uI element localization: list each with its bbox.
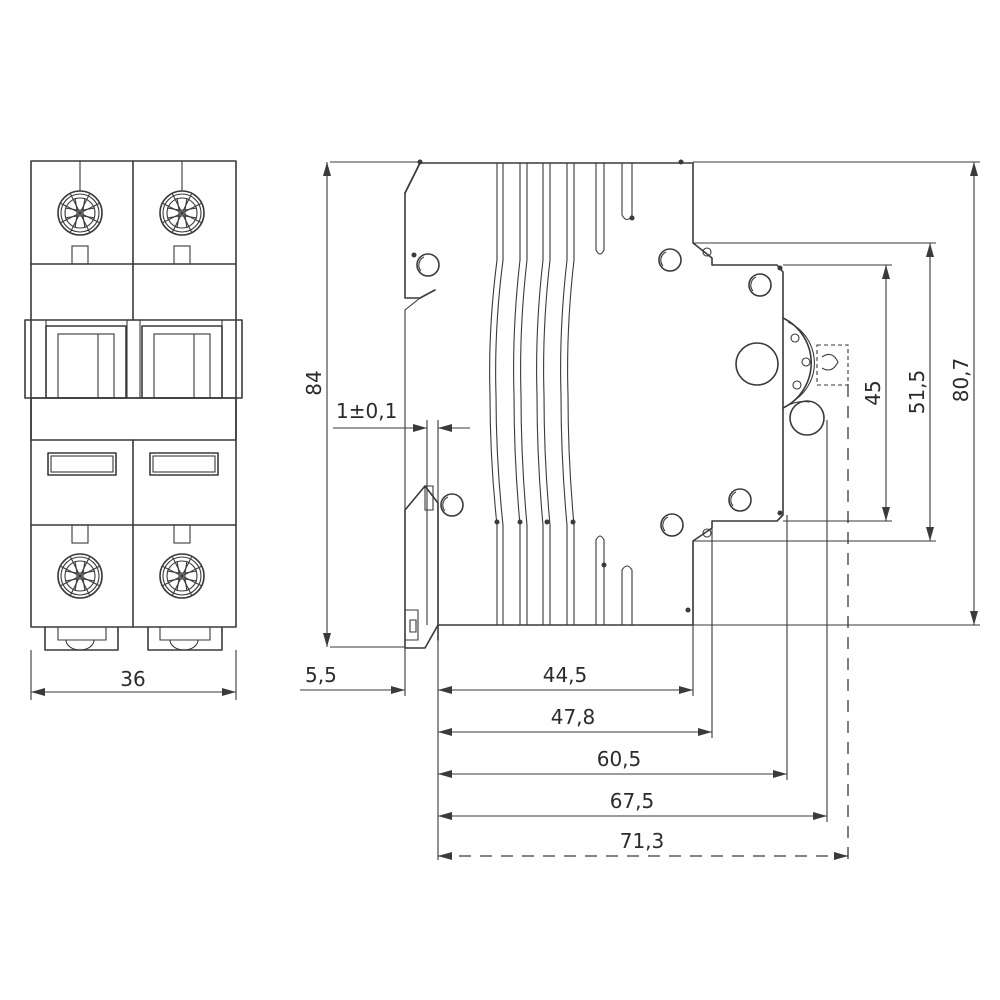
toggle-mechanism [782, 317, 849, 436]
central-boss [735, 342, 779, 386]
rivet-icon [748, 273, 772, 297]
rivet-icon [660, 513, 684, 537]
label-band [30, 397, 237, 441]
terminal-screw-icon [159, 190, 205, 236]
depth-44-5-label: 44,5 [543, 663, 588, 687]
front-view: 36 [24, 160, 243, 700]
width-dimension: 36 [30, 650, 237, 700]
rail-slot [424, 485, 434, 511]
width-label: 36 [120, 667, 145, 691]
rivet-icon [416, 253, 440, 277]
side-view [404, 159, 849, 649]
indicator-window-right [149, 452, 219, 476]
side-body-outline [404, 162, 784, 649]
indicator-window-left [47, 452, 117, 476]
depth-67-5-label: 67,5 [610, 789, 655, 813]
terminal-tab-top [693, 242, 712, 257]
rail-gap-label: 1±0,1 [336, 399, 397, 423]
rivet-icon [728, 488, 752, 512]
overall-height-label: 80,7 [949, 358, 973, 403]
toggle-handle-block [24, 319, 243, 399]
terminal-screw-icon [57, 190, 103, 236]
terminal-tab-bottom [693, 528, 712, 542]
side-dimensions: 84 1±0,1 5,5 44,5 47,8 60,5 [300, 161, 980, 862]
rail-depth-label: 5,5 [305, 663, 337, 687]
ribs [489, 163, 633, 625]
din-clip [44, 626, 223, 651]
total-depth-label: 71,3 [620, 829, 665, 853]
depth-47-8-label: 47,8 [551, 705, 596, 729]
height-label: 84 [302, 370, 326, 395]
rivet-icon [440, 493, 464, 517]
terminal-screw-icon [159, 553, 205, 599]
rivet-icon [658, 248, 682, 272]
window-height-label: 45 [861, 380, 885, 405]
depth-60-5-label: 60,5 [597, 747, 642, 771]
terminal-screw-icon [57, 553, 103, 599]
front-height-label: 51,5 [905, 370, 929, 415]
